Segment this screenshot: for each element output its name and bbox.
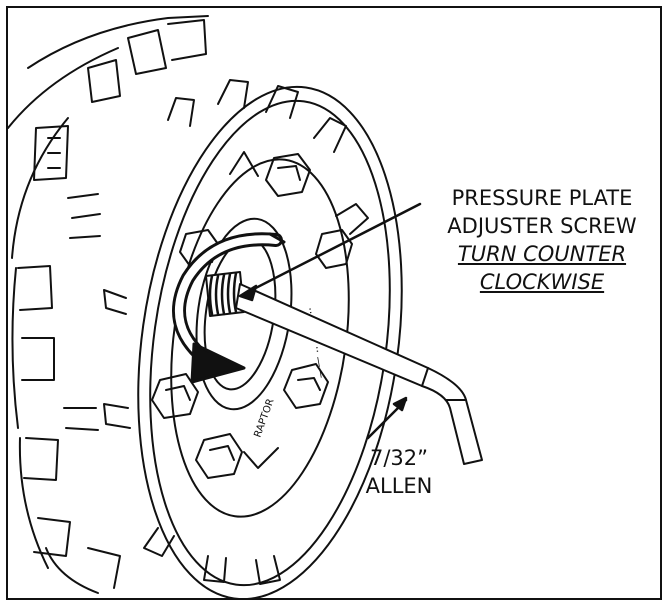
adjuster-screw-callout: PRESSURE PLATE ADJUSTER SCREW TURN COUNT…: [422, 184, 660, 296]
clutch-housing: [8, 15, 209, 594]
callout-instruction-line-2: CLOCKWISE: [479, 270, 605, 294]
clutch-illustration: ·· LOW ·· —— RAPTOR: [8, 15, 483, 598]
diagram-frame: ·· LOW ·· —— RAPTOR PRE: [6, 6, 662, 600]
allen-key-callout: 7/32” ALLEN: [344, 444, 454, 500]
plate-bolts: [151, 153, 353, 479]
leader-lines: [238, 202, 422, 440]
svg-text:RAPTOR: RAPTOR: [252, 397, 276, 439]
adjuster-screw: [205, 271, 245, 317]
allen-key: [235, 283, 483, 465]
rotation-arrow: [172, 232, 286, 384]
adjuster-leader-line: [242, 202, 422, 296]
callout-line-2: ADJUSTER SCREW: [447, 214, 637, 238]
callout-line-1: PRESSURE PLATE: [451, 186, 633, 210]
callout-instruction-line-1: TURN COUNTER: [457, 242, 627, 266]
allen-type-label: ALLEN: [365, 474, 433, 498]
plate-tabs: [103, 79, 369, 585]
allen-size-label: 7/32”: [369, 446, 429, 470]
